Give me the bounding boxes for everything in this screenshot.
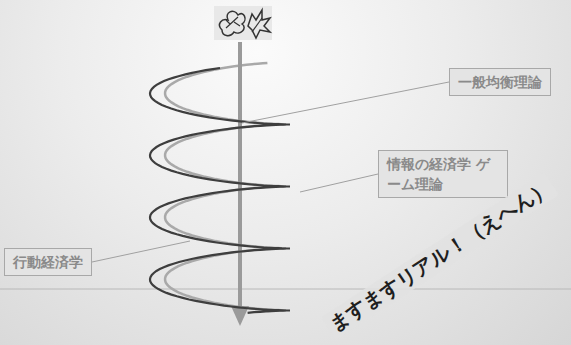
axis-arrow (238, 42, 242, 308)
label-text: 一般均衡理論 (458, 72, 542, 92)
label-box: 一般均衡理論 (449, 68, 551, 96)
label-text: 情報の経済学 ゲーム理論 (387, 154, 499, 194)
leader-line (242, 82, 449, 123)
label-box: 行動経済学 (4, 248, 92, 276)
label-text: 行動経済学 (13, 252, 83, 272)
leader-line (300, 174, 378, 192)
helix-dark (150, 68, 290, 313)
baseline (0, 289, 571, 290)
leader-line (92, 241, 190, 262)
label-box: 情報の経済学 ゲーム理論 (378, 150, 508, 198)
leaf-doodle (214, 6, 272, 40)
